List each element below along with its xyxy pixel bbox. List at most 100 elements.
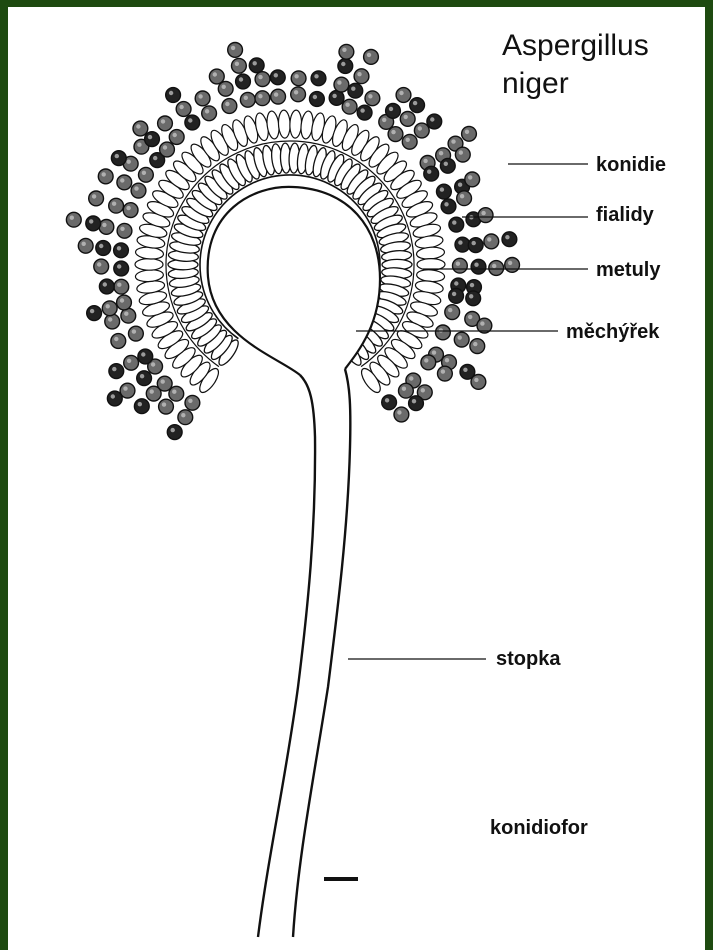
conidium bbox=[166, 88, 181, 103]
conidium-highlight bbox=[332, 94, 336, 98]
conidium-highlight bbox=[402, 387, 406, 391]
conidium-highlight bbox=[172, 390, 176, 394]
conidium bbox=[167, 425, 182, 440]
conidium bbox=[310, 92, 325, 107]
conidium bbox=[145, 132, 160, 147]
conidium-highlight bbox=[205, 109, 209, 113]
conidium-highlight bbox=[111, 394, 115, 398]
conidium bbox=[386, 104, 401, 119]
conidium bbox=[436, 325, 451, 340]
conidium-highlight bbox=[114, 337, 118, 341]
conidium bbox=[138, 349, 153, 364]
conidium-highlight bbox=[294, 90, 298, 94]
conidium bbox=[394, 407, 409, 422]
conidium bbox=[133, 121, 148, 136]
conidium bbox=[270, 70, 285, 85]
phialide-cell bbox=[289, 110, 302, 138]
conidium bbox=[478, 208, 493, 223]
label-stopka: stopka bbox=[496, 648, 560, 670]
scale-bar bbox=[324, 877, 358, 881]
conidium bbox=[96, 241, 111, 256]
conidium bbox=[129, 326, 144, 341]
conidium bbox=[114, 279, 129, 294]
conidium-highlight bbox=[102, 223, 106, 227]
conidium bbox=[117, 295, 132, 310]
conidium bbox=[329, 91, 344, 106]
conidium bbox=[505, 258, 520, 273]
conidium bbox=[453, 258, 468, 273]
conidium-highlight bbox=[451, 139, 455, 143]
conidium bbox=[105, 314, 120, 329]
conidium-highlight bbox=[480, 321, 484, 325]
conidium bbox=[291, 87, 306, 102]
phialide-cell bbox=[278, 110, 291, 138]
conidium-highlight bbox=[120, 227, 124, 231]
conidium bbox=[176, 102, 191, 117]
conidium bbox=[111, 334, 126, 349]
conidium bbox=[117, 223, 132, 238]
conidium-highlight bbox=[441, 369, 445, 373]
conidium-highlight bbox=[337, 80, 341, 84]
conidium-highlight bbox=[213, 72, 217, 76]
conidium-highlight bbox=[397, 410, 401, 414]
conidium-highlight bbox=[314, 74, 318, 78]
conidium bbox=[209, 69, 224, 84]
conidium bbox=[468, 238, 483, 253]
conidium-highlight bbox=[103, 282, 107, 286]
conidium bbox=[195, 91, 210, 106]
conidium-highlight bbox=[468, 175, 472, 179]
conidium bbox=[438, 366, 453, 381]
conidium bbox=[409, 396, 424, 411]
conidium-highlight bbox=[458, 335, 462, 339]
conidium bbox=[291, 71, 306, 86]
conidium bbox=[87, 306, 102, 321]
conidium-highlight bbox=[120, 298, 124, 302]
conidium bbox=[471, 375, 486, 390]
conidium-highlight bbox=[120, 178, 124, 182]
conidium bbox=[399, 383, 414, 398]
conidium bbox=[357, 105, 372, 120]
conidium bbox=[66, 212, 81, 227]
conidium bbox=[462, 126, 477, 141]
conidium-highlight bbox=[452, 220, 456, 224]
conidium bbox=[137, 371, 152, 386]
phialide-cell bbox=[135, 259, 163, 271]
conidium-highlight bbox=[231, 46, 235, 50]
conidium-highlight bbox=[459, 150, 463, 154]
conidium bbox=[410, 98, 425, 113]
conidium-highlight bbox=[468, 315, 472, 319]
conidium-highlight bbox=[458, 183, 462, 187]
conidium-highlight bbox=[360, 108, 364, 112]
conidium bbox=[94, 259, 109, 274]
conidium bbox=[222, 99, 237, 114]
conidium-highlight bbox=[188, 399, 192, 403]
conidium-highlight bbox=[92, 194, 96, 198]
conidium bbox=[364, 50, 379, 65]
conidium bbox=[311, 71, 326, 86]
conidium bbox=[232, 58, 247, 73]
conidium-highlight bbox=[505, 235, 509, 239]
conidium-highlight bbox=[179, 105, 183, 109]
conidium bbox=[249, 58, 264, 73]
conidiophore-drawing bbox=[8, 7, 705, 950]
conidium bbox=[89, 191, 104, 206]
conidium bbox=[159, 399, 174, 414]
conidium-highlight bbox=[82, 242, 86, 246]
conidium bbox=[388, 127, 403, 142]
conidium-highlight bbox=[161, 379, 165, 383]
drawing-canvas: Aspergillus niger konidie fialidy metuly… bbox=[8, 7, 705, 950]
conidium bbox=[78, 238, 93, 253]
conidium-highlight bbox=[432, 350, 436, 354]
conidium bbox=[470, 339, 485, 354]
conidium bbox=[114, 243, 129, 258]
conidium bbox=[489, 261, 504, 276]
conidium bbox=[109, 198, 124, 213]
conidium-highlight bbox=[115, 154, 119, 158]
conidium bbox=[160, 142, 175, 157]
conidium bbox=[339, 44, 354, 59]
label-metuly: metuly bbox=[596, 259, 660, 281]
label-fialidy: fialidy bbox=[596, 204, 654, 226]
conidium-highlight bbox=[406, 138, 410, 142]
conidium-highlight bbox=[108, 317, 112, 321]
conidium-highlight bbox=[151, 362, 155, 366]
